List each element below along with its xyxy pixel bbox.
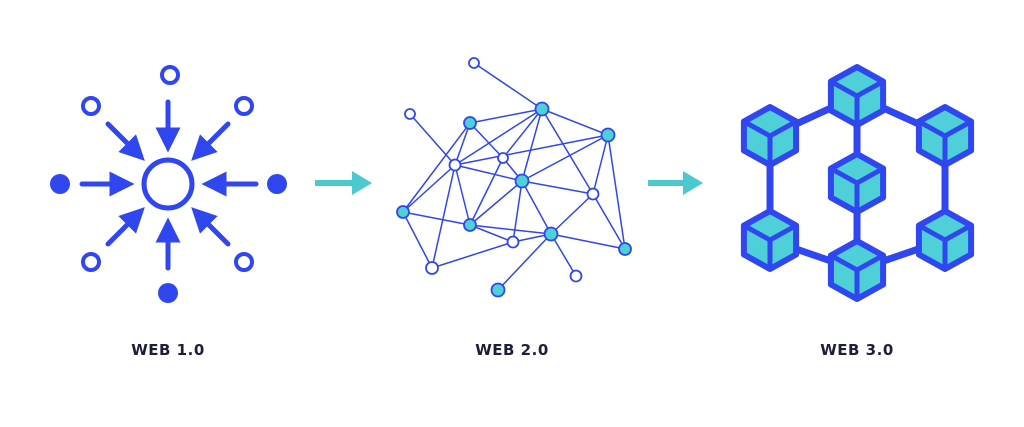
- web3-cube-bottom-left-icon: [740, 208, 800, 272]
- web1-node-top-right: [234, 96, 254, 116]
- web2-node: [425, 261, 439, 275]
- web2-node: [534, 101, 550, 117]
- web1-centralized-icon: [50, 65, 287, 303]
- web2-node: [468, 57, 480, 69]
- web1-node-bottom-right: [234, 252, 254, 272]
- web2-node: [506, 235, 520, 249]
- web2-node: [404, 108, 416, 120]
- web2-node: [514, 173, 530, 189]
- web2-node: [463, 116, 477, 130]
- web3-cube-bottom-icon: [827, 238, 887, 302]
- web2-node: [448, 158, 462, 172]
- web2-node: [569, 269, 583, 283]
- web1-arrow-top-right: [191, 121, 231, 161]
- web3-cube-top-left-icon: [740, 104, 800, 168]
- web3-cube-top-right-icon: [915, 104, 975, 168]
- web2-node: [600, 127, 616, 143]
- web1-arrow-bottom-right: [191, 207, 231, 247]
- web2-edges: [402, 62, 626, 291]
- web1-node-right: [267, 174, 287, 194]
- web1-node-top: [160, 65, 180, 85]
- web2-label: WEB 2.0: [475, 341, 549, 359]
- web3-cube-top-icon: [827, 64, 887, 128]
- web3-label: WEB 3.0: [820, 341, 894, 359]
- web1-node-left: [50, 174, 70, 194]
- web1-arrow-bottom-left: [105, 207, 145, 247]
- web1-arrow-top-left: [105, 121, 145, 161]
- web2-node: [497, 152, 509, 164]
- web1-hub-node: [141, 157, 195, 211]
- web1-node-bottom: [158, 283, 178, 303]
- web2-node: [463, 218, 477, 232]
- web2-nodes: [396, 57, 632, 298]
- web2-network-icon: [396, 57, 632, 298]
- web3-cube-center-icon: [827, 151, 887, 215]
- web2-node: [490, 282, 506, 298]
- transition-arrow-1: [315, 171, 372, 195]
- web3-cubes: [740, 64, 975, 302]
- transition-arrow-2: [648, 171, 703, 195]
- web2-node: [618, 242, 632, 256]
- web2-node: [586, 187, 600, 201]
- web1-label: WEB 1.0: [131, 341, 205, 359]
- web1-node-bottom-left: [81, 252, 101, 272]
- web2-node: [396, 205, 410, 219]
- web1-node-top-left: [81, 96, 101, 116]
- web3-cube-bottom-right-icon: [915, 208, 975, 272]
- web2-node: [543, 226, 559, 242]
